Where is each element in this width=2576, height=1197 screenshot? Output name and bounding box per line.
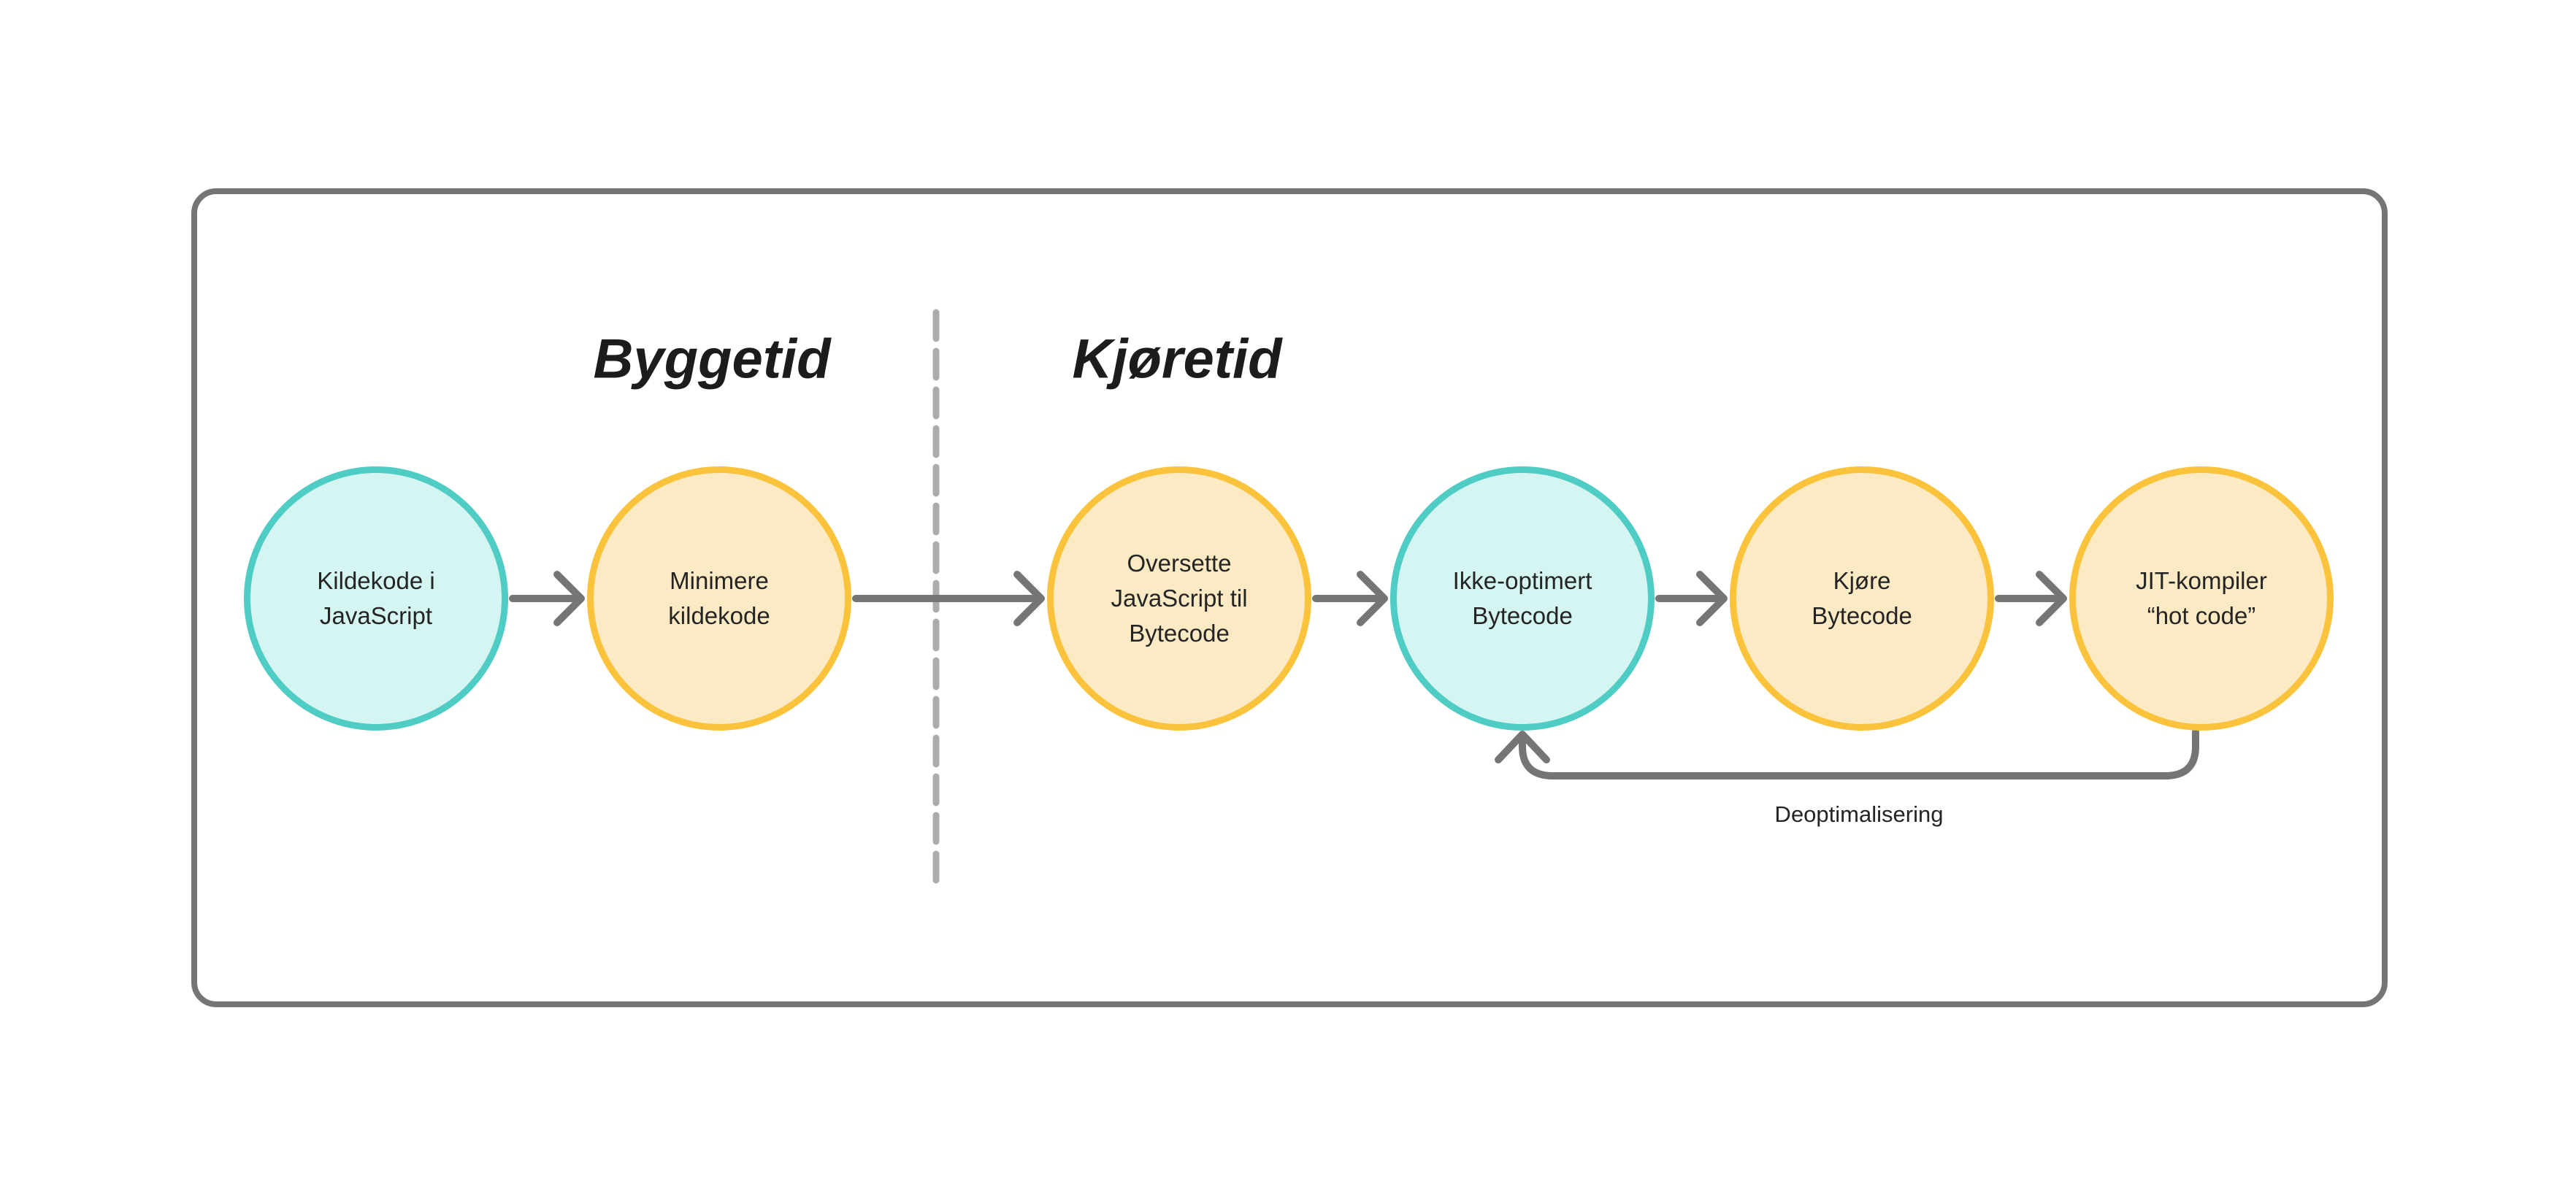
node-kildekode-javascript: Kildekode i JavaScript xyxy=(244,466,508,731)
node-label-line: Kjøre xyxy=(1833,567,1891,594)
deoptimization-label: Deoptimalisering xyxy=(1774,801,1944,827)
node-minimere-kildekode: Minimere kildekode xyxy=(587,466,851,731)
node-oversette-bytecode: Oversette JavaScript til Bytecode xyxy=(1047,466,1311,731)
node-label-line: Kildekode i xyxy=(317,567,435,594)
node-ikke-optimert-bytecode: Ikke-optimert Bytecode xyxy=(1390,466,1655,731)
node-label-line: JIT-kompiler xyxy=(2136,567,2267,594)
section-title-build: Byggetid xyxy=(593,328,831,390)
node-label-line: JavaScript til xyxy=(1111,585,1248,612)
node-label-line: kildekode xyxy=(668,602,770,629)
node-label-line: Bytecode xyxy=(1472,602,1573,629)
node-jit-kompiler: JIT-kompiler “hot code” xyxy=(2069,466,2334,731)
node-label-line: Ikke-optimert xyxy=(1452,567,1592,594)
node-label-line: Minimere xyxy=(670,567,769,594)
node-label-line: Bytecode xyxy=(1812,602,1912,629)
section-title-runtime: Kjøretid xyxy=(1072,328,1282,390)
node-label-line: JavaScript xyxy=(319,602,433,629)
diagram-frame xyxy=(191,188,2388,1007)
node-kjore-bytecode: Kjøre Bytecode xyxy=(1730,466,1994,731)
node-label-line: Oversette xyxy=(1127,550,1232,577)
node-label-line: “hot code” xyxy=(2147,602,2256,629)
node-label-line: Bytecode xyxy=(1129,620,1230,647)
